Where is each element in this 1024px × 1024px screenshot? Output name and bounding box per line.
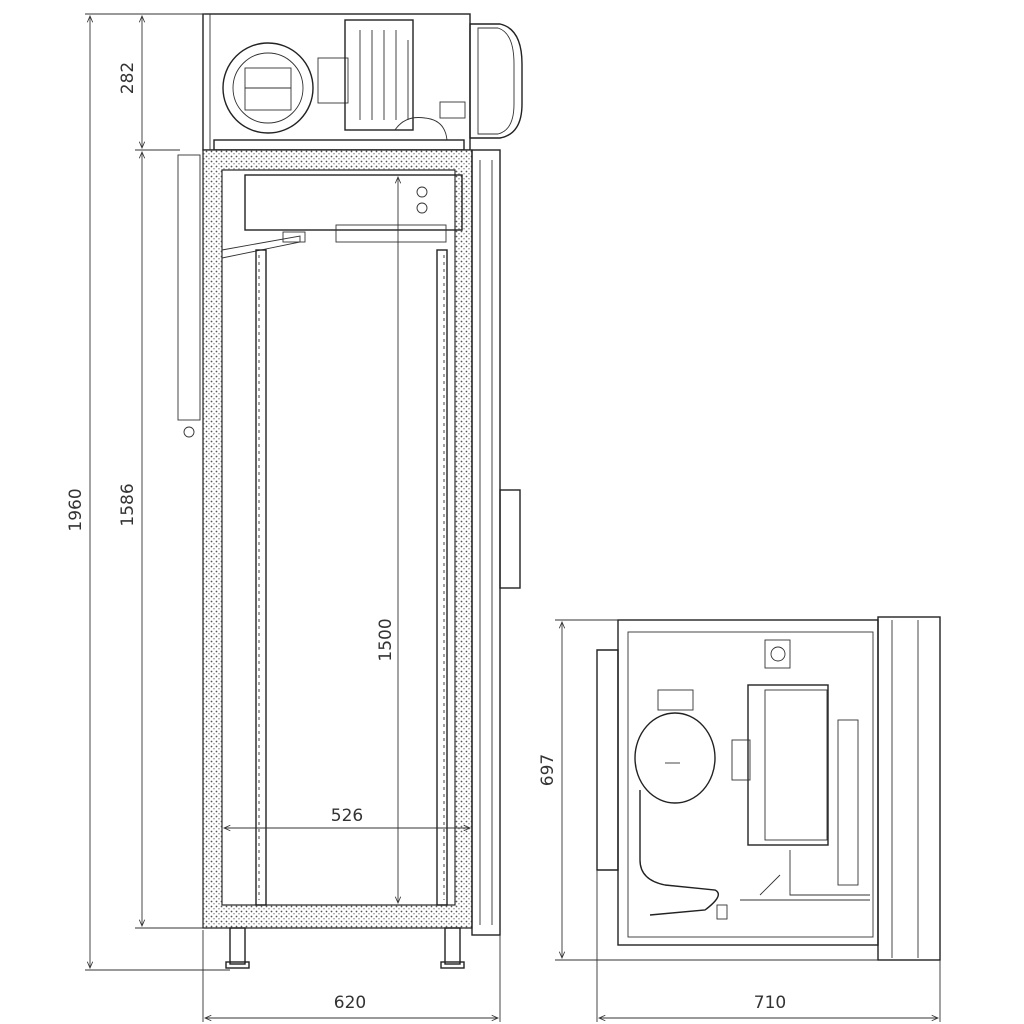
- dim-depth: 710: [754, 993, 786, 1013]
- dim-unit-height: 697: [538, 754, 558, 786]
- dimensions: 1960 282 1586 1500 526 620 697 710: [66, 13, 941, 1022]
- dim-top-unit-height: 282: [118, 62, 138, 94]
- dim-cabinet-height: 1586: [118, 483, 138, 526]
- door-handle: [499, 489, 521, 589]
- dim-interior-width: 526: [331, 806, 363, 826]
- dim-total-width: 620: [334, 993, 366, 1013]
- condenser: [747, 684, 829, 846]
- side-pipe: [177, 154, 201, 421]
- side-view: [596, 616, 941, 961]
- door: [177, 149, 521, 936]
- compressor: [634, 712, 716, 804]
- legs: [225, 927, 465, 969]
- dim-total-height: 1960: [66, 488, 86, 531]
- dim-interior-height: 1500: [376, 618, 396, 661]
- cabinet-body: [202, 149, 473, 929]
- front-view: [177, 13, 523, 969]
- top-machine-unit: [202, 13, 523, 151]
